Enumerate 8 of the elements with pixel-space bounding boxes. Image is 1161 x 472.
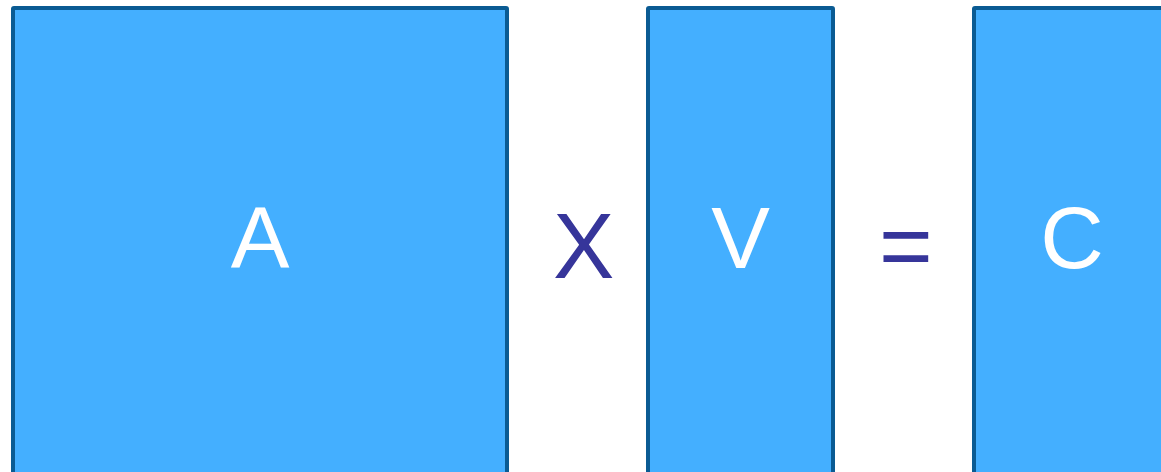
equals-sign: =	[879, 200, 933, 292]
matrix-letter: C	[1040, 194, 1104, 282]
matrix-box	[646, 6, 835, 472]
matrix-box	[972, 6, 1161, 472]
matrix-box	[11, 6, 509, 472]
multiply-sign: X	[553, 200, 615, 292]
matrix-letter: A	[230, 194, 290, 282]
matrix-letter: V	[711, 194, 770, 282]
